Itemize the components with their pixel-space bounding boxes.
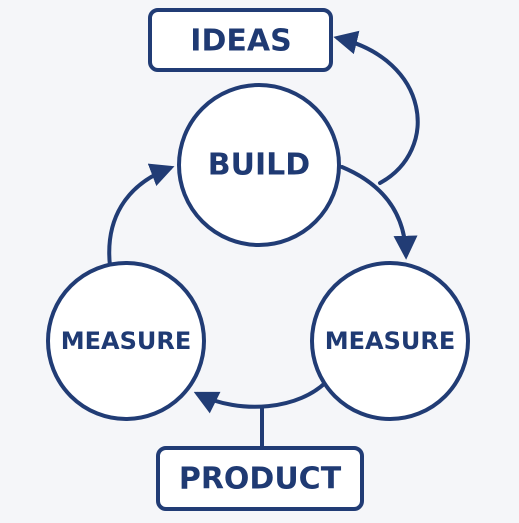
node-build: BUILD	[177, 83, 341, 247]
measure-left-label: MEASURE	[61, 327, 192, 355]
edge-build-to-measure-right	[340, 165, 418, 260]
product-label: PRODUCT	[179, 462, 342, 497]
edge-measure-right-to-measure-left	[193, 378, 330, 414]
node-measure-left: MEASURE	[46, 261, 206, 421]
measure-right-circle	[310, 261, 470, 421]
measure-left-circle	[46, 261, 206, 421]
edge-build-to-ideas	[333, 30, 420, 185]
product-box	[156, 446, 364, 511]
connectors	[107, 30, 420, 450]
node-measure-right: MEASURE	[310, 261, 470, 421]
node-ideas: IDEAS	[148, 8, 333, 72]
ideas-box	[148, 8, 333, 72]
build-label: BUILD	[208, 148, 310, 183]
ideas-label: IDEAS	[190, 24, 291, 59]
measure-right-label: MEASURE	[325, 327, 456, 355]
node-product: PRODUCT	[156, 446, 364, 511]
build-circle	[177, 83, 341, 247]
edge-measure-left-to-build	[107, 163, 175, 268]
